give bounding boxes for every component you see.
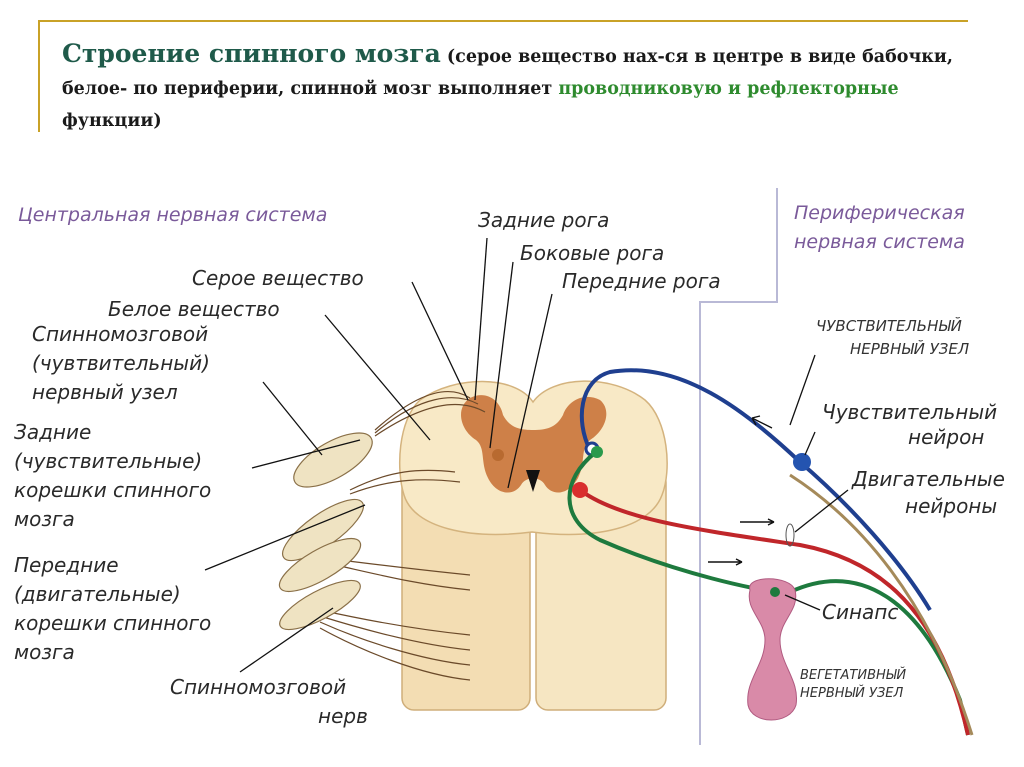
region-cns-label: Центральная нервная система [18,204,327,226]
autonomic-ganglion [747,578,798,721]
ventral-root-fiber [319,609,471,636]
label-spinal-nerve-1: Спинномозговой [170,675,346,699]
title-rule [38,20,968,22]
nerve-roots [278,391,486,681]
root-bundle [279,579,361,631]
dorsal-root-fiber [349,469,456,491]
label-ganglion-3: нервный узел [32,380,178,404]
region-pns-label-2: нервная система [794,231,965,253]
label-synapse: Синапс [822,600,898,624]
motor-neuron-body [572,482,588,498]
label-spinal-nerve-2: нерв [318,704,368,728]
label-dorsal-horns: Задние рога [478,208,609,232]
title-highlight: проводниковую и рефлекторные [558,79,899,99]
nerve-trunk [789,473,974,736]
title-description-end: функции) [62,111,162,131]
label-motor-neurons-2: нейроны [905,494,997,518]
autonomic-fiber [567,450,776,594]
label-gray-matter: Серое вещество [192,266,364,290]
label-autonomic-1: ВЕГЕТАТИВНЫЙ [800,667,906,683]
label-lateral-horns: Боковые рога [520,241,664,265]
leader-lines [204,237,849,673]
label-motor-neurons-1: Двигательные [851,467,1005,491]
label-ventral-roots-4: мозга [14,640,75,664]
label-sensory-ganglion-1: ЧУВСТВИТЕЛЬНЫЙ [816,316,962,335]
dorsal-root-fiber [374,397,479,434]
arrow-icon [740,518,775,526]
gray-matter [461,395,607,493]
dorsal-root-fiber [374,391,471,431]
dorsal-root-fiber [374,403,486,437]
title-side-rule [38,20,40,132]
ventral-root-fiber [319,627,471,681]
sensory-fiber [579,368,932,612]
title-description: (серое вещество нах-ся в центре в виде б… [62,47,953,99]
label-ventral-roots-3: корешки спинного [14,611,211,635]
label-autonomic-2: НЕРВНЫЙ УЗЕЛ [800,685,903,701]
neural-pathways [567,368,974,736]
nerve-junction-ring [785,523,795,547]
ventral-root-fiber [319,621,471,666]
ventral-root-fiber [339,559,471,576]
label-white-matter: Белое вещество [108,297,280,321]
label-ventral-roots-2: (двигательные) [14,582,181,606]
lateral-horn-left [492,449,504,461]
autonomic-neuron-body [591,446,603,458]
label-sensory-ganglion-2: НЕРВНЫЙ УЗЕЛ [850,339,969,358]
ventral-root-fiber [339,565,471,591]
arrow-icon [708,558,743,566]
slide-title: Строение спинного мозга (серое вещество … [62,38,962,137]
region-pns-label-1: Периферическая [794,202,965,224]
label-dorsal-roots-4: мозга [14,507,75,531]
synapse-dot [770,587,780,597]
label-ventral-horns: Передние рога [562,269,721,293]
label-ventral-roots-1: Передние [14,553,119,577]
label-dorsal-roots-1: Задние [14,420,91,444]
label-dorsal-roots-2: (чувствительные) [14,449,202,473]
arrow-icon [751,415,773,429]
label-sensory-neuron-2: нейрон [908,425,984,449]
label-ganglion-2: (чувтвительный) [32,351,210,375]
spinal-cord [398,380,668,711]
sensory-neuron-body [793,453,811,471]
flow-arrows [708,415,775,566]
label-sensory-neuron-1: Чувствительный [822,400,997,424]
title-main: Строение спинного мозга [62,39,441,68]
ventral-root-fiber [319,615,471,651]
root-bundle [278,537,362,593]
region-divider [699,188,778,745]
spinal-ganglion [293,432,373,488]
dorsal-root-fiber [349,479,461,495]
central-canal [526,470,540,492]
label-ganglion-1: Спинномозговой [32,322,208,346]
label-dorsal-roots-3: корешки спинного [14,478,211,502]
